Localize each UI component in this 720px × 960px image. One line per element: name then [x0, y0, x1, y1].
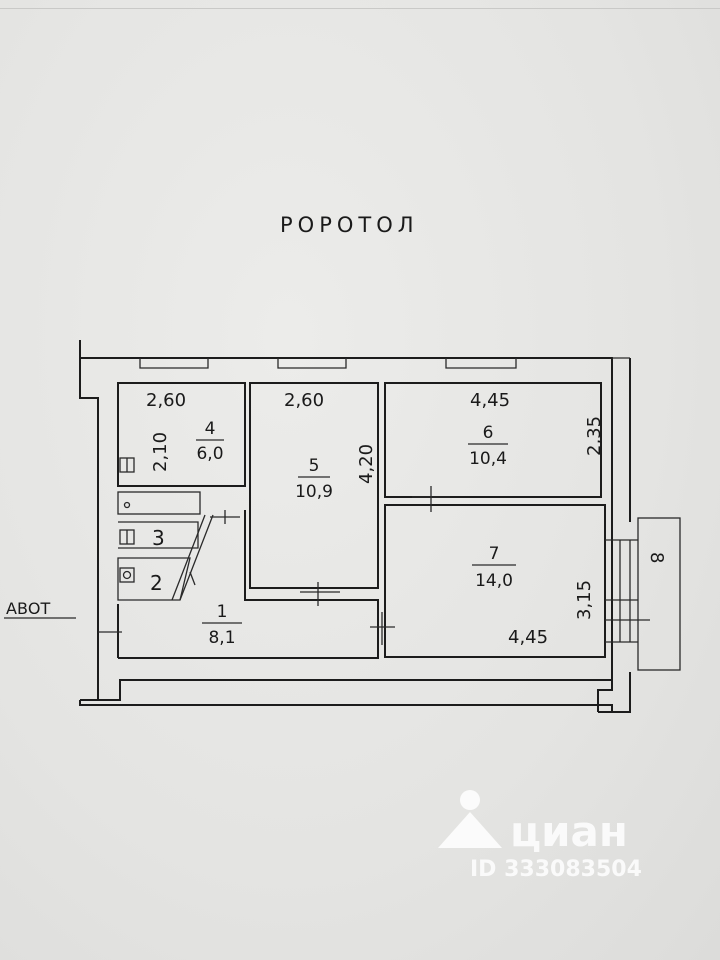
room-4-number: 4	[205, 419, 216, 439]
room-5-width: 2,60	[284, 390, 324, 411]
watermark-id: ID 333083504	[470, 857, 642, 882]
room-1-number: 1	[217, 602, 228, 622]
paper-top-edge	[0, 0, 720, 9]
room-4-height: 2,10	[150, 432, 171, 472]
room-4-width: 2,60	[146, 390, 186, 411]
room-6-width: 4,45	[470, 390, 510, 411]
room-2-number: 2	[150, 571, 163, 595]
balcony-number: 8	[646, 552, 667, 563]
room-5-area: 10,9	[295, 482, 333, 502]
room-7-width: 4,45	[508, 627, 548, 648]
room-5-number: 5	[309, 456, 320, 476]
cian-logo-icon	[460, 790, 480, 810]
room-4-area: 6,0	[196, 444, 223, 464]
street-label-top: РОРОТОЛ	[280, 213, 419, 237]
balcony	[605, 517, 681, 671]
toilet-icon	[119, 567, 135, 583]
room-7-number: 7	[489, 544, 500, 564]
room-7-height: 3,15	[574, 580, 595, 620]
room-outlines	[117, 382, 606, 659]
bath-drain-icon	[123, 501, 131, 509]
room-6-number: 6	[483, 423, 494, 443]
room-1-area: 8,1	[208, 628, 235, 648]
sanitary-fixtures	[119, 457, 135, 583]
room-6-area: 10,4	[469, 449, 507, 469]
room-6-height: 2,35	[584, 416, 605, 456]
watermark-brand: циан	[510, 807, 628, 856]
window-marks	[139, 358, 517, 369]
room-3-number: 3	[152, 526, 165, 550]
room-7-area: 14,0	[475, 571, 513, 591]
cian-watermark: циан ID 333083504	[438, 790, 642, 882]
street-label-left: АВОТ	[6, 599, 51, 618]
door-marks	[98, 486, 450, 645]
room-5-height: 4,20	[356, 444, 377, 484]
